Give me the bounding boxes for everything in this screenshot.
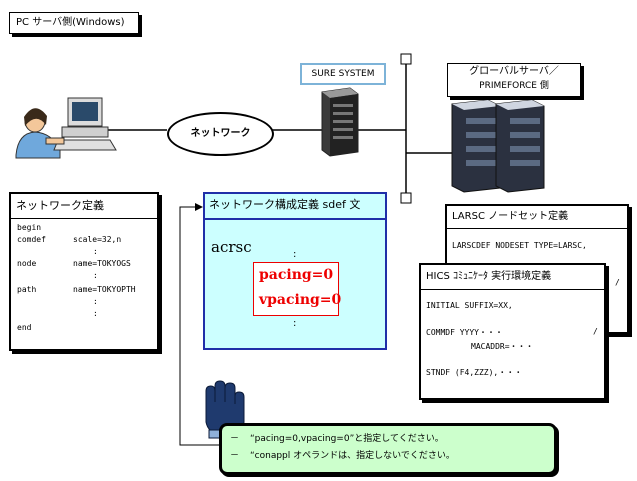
netdef-kw-1: comdef bbox=[17, 235, 46, 244]
netdef-val-7: : bbox=[93, 309, 98, 318]
pacing-highlight-box: pacing=0 vpacing=0 bbox=[253, 262, 342, 316]
note-text-1: “pacing=0,vpacing=0”と指定してください。 bbox=[250, 434, 444, 444]
note-arrowhead bbox=[195, 203, 203, 211]
larsc-line1: LARSCDEF NODESET TYPE=LARSC, bbox=[452, 241, 587, 250]
hics-environment-box: HICS ｺﾐｭﾆｹｰﾀ 実行環境定義 INITIAL SUFFIX=XX, C… bbox=[419, 263, 606, 400]
network-ellipse: ネットワーク bbox=[167, 112, 274, 156]
bus-terminator-top bbox=[400, 53, 412, 65]
note-item-2: － “conappl オペランドは、指定しないでください。 bbox=[230, 448, 455, 461]
pacing-value: pacing=0 bbox=[259, 267, 334, 283]
global-server-line2: PRIMEFORCE 側 bbox=[479, 81, 549, 91]
note-dash-1: － bbox=[230, 434, 240, 444]
global-server-icon bbox=[451, 99, 545, 193]
note-item-1: － “pacing=0,vpacing=0”と指定してください。 bbox=[230, 431, 444, 444]
vpacing-value: vpacing=0 bbox=[259, 292, 342, 308]
global-server-label: グローバルサーバ／ PRIMEFORCE 側 bbox=[447, 63, 581, 97]
netdef-val-4: : bbox=[93, 271, 98, 280]
sure-server-icon bbox=[321, 87, 359, 157]
sdef-acrsc-keyword: acrsc bbox=[211, 238, 252, 256]
sdef-dots-top: : bbox=[293, 249, 297, 260]
netdef-val-1: scale=32,n bbox=[73, 235, 122, 244]
sdef-dots-bottom: : bbox=[293, 318, 297, 329]
hics-line2b: MACADDR=・・・ bbox=[471, 342, 534, 351]
sdef-title: ネットワーク構成定義 sdef 文 bbox=[205, 194, 385, 220]
hics-line2a: COMMDF YYYY・・・ bbox=[426, 328, 503, 337]
netdef-val-3: name=TOKYOGS bbox=[73, 259, 131, 268]
netdef-val-5: name=TOKYOPTH bbox=[73, 285, 136, 294]
pc-server-title: PC サーバ側(Windows) bbox=[9, 12, 139, 34]
hics-title: HICS ｺﾐｭﾆｹｰﾀ 実行環境定義 bbox=[421, 265, 604, 290]
global-server-line1: グローバルサーバ／ bbox=[469, 66, 559, 77]
netdef-kw-3: node bbox=[17, 259, 37, 268]
note-arrow-line bbox=[179, 206, 220, 446]
netdef-val-2: : bbox=[93, 247, 98, 256]
larsc-slash: / bbox=[615, 278, 620, 287]
note-dash-2: － bbox=[230, 451, 240, 461]
netdef-kw-0: begin bbox=[17, 223, 42, 232]
network-definition-title: ネットワーク定義 bbox=[11, 194, 157, 219]
larsc-title: LARSC ノードセット定義 bbox=[447, 206, 627, 229]
netdef-val-6: : bbox=[93, 297, 98, 306]
network-definition-box: ネットワーク定義 begin comdef scale=32,n : node … bbox=[9, 192, 159, 351]
instruction-note-box: － “pacing=0,vpacing=0”と指定してください。 － “conapp… bbox=[219, 423, 557, 475]
network-label: ネットワーク bbox=[190, 128, 251, 139]
hics-slash: / bbox=[593, 327, 598, 336]
sure-system-label: SURE SYSTEM bbox=[300, 63, 386, 85]
bus-terminator-bottom bbox=[400, 192, 412, 204]
sdef-definition-box: ネットワーク構成定義 sdef 文 acrsc : pacing=0 vpaci… bbox=[203, 192, 387, 350]
pc-user-icon bbox=[15, 97, 117, 159]
note-text-2: “conappl オペランドは、指定しないでください。 bbox=[250, 451, 455, 461]
netdef-kw-5: path bbox=[17, 285, 37, 294]
hics-line1: INITIAL SUFFIX=XX, bbox=[426, 301, 513, 310]
hics-line3: STNDF (F4,ZZZ),・・・ bbox=[426, 368, 523, 377]
netdef-kw-8: end bbox=[17, 323, 32, 332]
